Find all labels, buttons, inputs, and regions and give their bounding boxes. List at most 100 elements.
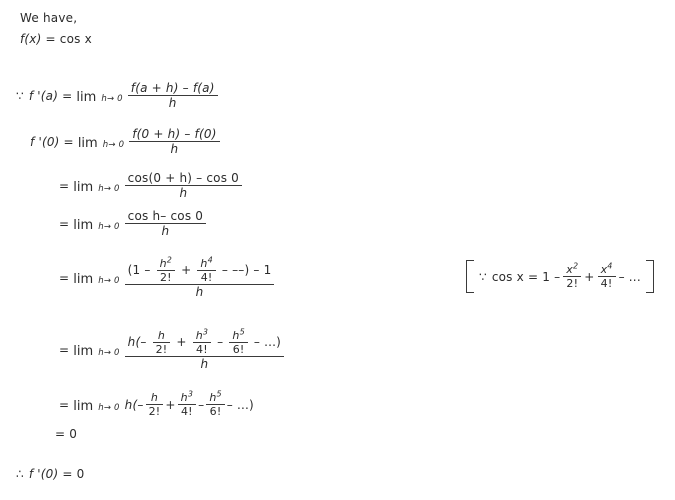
term-base: h — [232, 329, 240, 342]
step4-fraction: cos h– cos 0 h — [124, 209, 207, 237]
aside-note-body: ∵ cos x = 1 – x2 2! + x4 4! – ... — [474, 260, 646, 293]
step2-lhs: f '(0) — [30, 134, 60, 149]
aside-term1-denominator: 2! — [563, 276, 582, 289]
limit-operator: lim — [73, 398, 94, 414]
step1-denominator: h — [127, 95, 218, 109]
step7-tail: – ...) — [226, 397, 254, 412]
term-base: h — [200, 257, 208, 270]
limit-subscript: h→ 0 — [98, 221, 120, 232]
step6-operator-2: – — [217, 335, 224, 349]
step6-term3-denominator: 6! — [229, 342, 248, 355]
aside-first-term: 1 – — [542, 269, 561, 284]
step6-tail: – ...) — [253, 335, 282, 349]
term-exponent: 5 — [239, 327, 245, 337]
step3-limit: lim h→ 0 — [73, 178, 119, 194]
term-exponent: 2 — [573, 261, 579, 271]
step5-equals: = — [59, 271, 70, 285]
step6-term1: h 2! — [152, 330, 171, 355]
step5-limit: lim h→ 0 — [73, 270, 119, 286]
step4-limit: lim h→ 0 — [73, 216, 119, 232]
limit-operator: lim — [73, 217, 94, 233]
step3-denominator: h — [124, 185, 243, 199]
step6-numerator: h(– h 2! + h3 4! – h5 6! – ...) — [125, 327, 284, 356]
step6-denominator: h — [124, 356, 285, 370]
step7-term3: h5 6! — [206, 389, 225, 417]
term-base: h — [180, 391, 188, 404]
term-exponent: 5 — [216, 389, 222, 399]
equals-sign: = — [45, 32, 56, 46]
function-label: f(x) — [20, 32, 42, 46]
derivation-step-3: = lim h→ 0 cos(0 + h) – cos 0 h — [55, 171, 243, 199]
aside-term1-numerator: x2 — [563, 261, 581, 276]
term-exponent: 4 — [607, 261, 613, 271]
step5-term2-denominator: 4! — [197, 270, 216, 283]
aside-operator-1: + — [584, 269, 595, 284]
step6-term3: h5 6! — [229, 327, 248, 355]
limit-operator: lim — [73, 179, 94, 195]
aside-equals: = — [527, 269, 539, 284]
limit-operator: lim — [73, 272, 94, 287]
step6-limit: lim h→ 0 — [73, 342, 119, 358]
step5-open-paren: (1 – — [127, 263, 151, 277]
term-base: x — [600, 263, 608, 276]
step2-denominator: h — [129, 141, 220, 155]
step7-open-paren: h(– — [124, 397, 144, 412]
derivation-step-4: = lim h→ 0 cos h– cos 0 h — [55, 209, 207, 237]
step2-limit: lim h→ 0 — [78, 134, 124, 150]
derivation-step-8: = 0 — [55, 428, 77, 440]
step7-term2-denominator: 4! — [177, 404, 197, 417]
term-base: h — [209, 391, 217, 404]
step2-numerator: f(0 + h) – f(0) — [132, 127, 217, 141]
step7-equals: = — [59, 397, 70, 412]
step6-term2-numerator: h3 — [193, 327, 211, 342]
therefore-icon: ∴ — [16, 467, 24, 481]
conclusion-line: ∴ f '(0) = 0 — [16, 468, 85, 480]
limit-subscript: h→ 0 — [98, 276, 120, 286]
step8-value: 0 — [69, 427, 78, 441]
step2-fraction: f(0 + h) – f(0) h — [129, 127, 220, 155]
conclusion-equals: = — [62, 467, 73, 481]
step6-open-paren: h(– — [127, 335, 147, 349]
step5-term1-denominator: 2! — [156, 270, 176, 283]
step6-term1-denominator: 2! — [152, 342, 171, 355]
limit-subscript: h→ 0 — [98, 183, 120, 194]
step5-term2-numerator: h4 — [197, 256, 215, 270]
aside-term2: x4 4! — [597, 261, 616, 289]
step7-operator-1: + — [165, 397, 176, 412]
step7-term1: h 2! — [145, 392, 164, 417]
term-base: h — [159, 257, 167, 270]
derivation-step-6: = lim h→ 0 h(– h 2! + h3 4! – h5 6! — [55, 327, 285, 370]
step7-term2: h3 4! — [177, 389, 197, 417]
function-body: cos x — [59, 32, 92, 46]
step6-term3-numerator: h5 — [229, 327, 247, 342]
step1-fraction: f(a + h) – f(a) h — [127, 81, 218, 109]
step4-numerator: cos h– cos 0 — [127, 209, 204, 223]
step5-operator-1: + — [181, 263, 192, 277]
term-exponent: 3 — [202, 327, 209, 337]
step6-equals: = — [59, 343, 70, 357]
step3-numerator: cos(0 + h) – cos 0 — [127, 171, 240, 185]
term-exponent: 3 — [187, 389, 194, 399]
step6-term2-denominator: 4! — [192, 342, 212, 355]
limit-subscript: h→ 0 — [101, 93, 123, 104]
step4-equals: = — [59, 216, 70, 231]
limit-operator: lim — [77, 135, 98, 151]
term-exponent: 2 — [166, 255, 173, 265]
step7-limit: lim h→ 0 — [73, 397, 119, 413]
step7-term2-numerator: h3 — [178, 389, 196, 404]
conclusion-lhs: f '(0) — [28, 467, 59, 481]
step1-numerator: f(a + h) – f(a) — [130, 81, 215, 95]
step3-equals: = — [59, 178, 70, 193]
aside-note-cos-series: ∵ cos x = 1 – x2 2! + x4 4! – ... — [466, 260, 654, 293]
step6-term2: h3 4! — [192, 327, 212, 355]
step5-numerator: (1 – h2 2! + h4 4! – ––) – 1 — [125, 255, 275, 284]
step1-lhs: f '(a) — [28, 88, 59, 103]
step3-fraction: cos(0 + h) – cos 0 h — [124, 171, 243, 199]
derivation-step-1: ∵ f '(a) = lim h→ 0 f(a + h) – f(a) h — [16, 82, 218, 109]
limit-operator: lim — [76, 89, 97, 105]
aside-term1: x2 2! — [563, 261, 582, 289]
step5-term2: h4 4! — [197, 256, 216, 283]
step6-fraction: h(– h 2! + h3 4! – h5 6! – ...) h — [124, 327, 285, 370]
step5-term1: h2 2! — [156, 255, 176, 283]
